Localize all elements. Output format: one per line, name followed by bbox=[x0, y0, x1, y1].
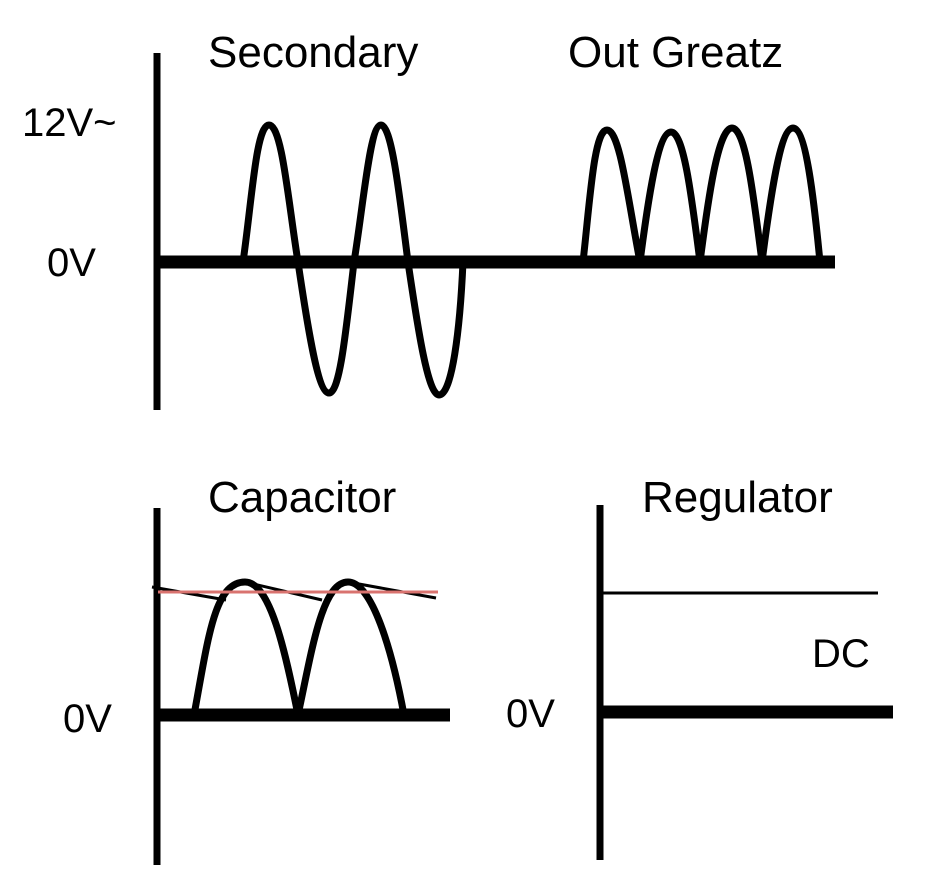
graetz-title: Out Greatz bbox=[568, 28, 784, 77]
graetz-rectified-wave bbox=[579, 124, 824, 266]
capacitor-title: Capacitor bbox=[208, 473, 397, 522]
secondary-title: Secondary bbox=[208, 28, 419, 77]
capacitor-rectified-wave bbox=[190, 578, 408, 719]
regulator-title: Regulator bbox=[642, 473, 833, 522]
capacitor-ripple-right bbox=[347, 580, 437, 600]
capacitor-zero-label: 0V bbox=[63, 697, 112, 741]
secondary-zero-label: 0V bbox=[47, 241, 96, 285]
secondary-peak-label: 12V~ bbox=[22, 101, 117, 145]
regulator-zero-label: 0V bbox=[506, 692, 555, 736]
regulator-dc-label: DC bbox=[812, 632, 870, 676]
